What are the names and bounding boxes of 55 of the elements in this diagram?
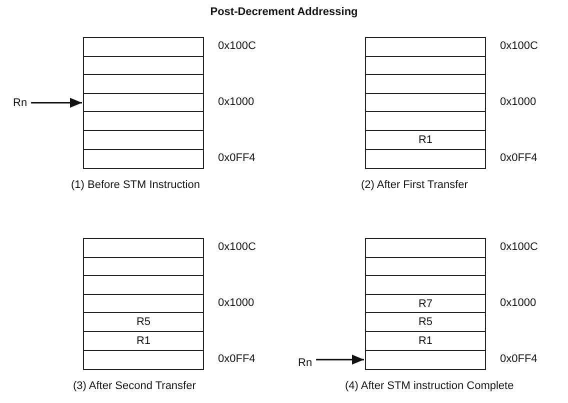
memory-cell xyxy=(83,256,204,277)
memory-cell xyxy=(83,312,204,332)
arrow xyxy=(31,98,82,108)
memory-cell xyxy=(83,56,204,76)
memory-cell xyxy=(83,350,204,370)
memory-cell xyxy=(365,312,486,332)
memory-cell xyxy=(365,92,486,113)
memory-cell xyxy=(365,148,486,169)
register-name: R7 xyxy=(418,298,433,310)
arrow xyxy=(316,354,364,365)
panel-caption: (2) After First Transfer xyxy=(361,179,468,191)
memory-cell xyxy=(83,74,204,94)
register-name: R1 xyxy=(418,134,433,146)
register-label: Rn xyxy=(298,357,312,369)
memory-cell xyxy=(83,294,204,314)
memory-cell xyxy=(365,74,486,94)
panel-caption: (4) After STM instruction Complete xyxy=(345,380,514,392)
address-label: 0x100C xyxy=(218,40,256,52)
address-label: 0x0FF4 xyxy=(500,152,538,164)
memory-cell xyxy=(365,130,486,150)
memory-cell xyxy=(83,130,204,150)
memory-cell xyxy=(83,92,204,113)
memory-cell xyxy=(365,111,486,132)
address-label: 0x0FF4 xyxy=(500,352,538,365)
memory-cell xyxy=(83,331,204,351)
address-label: 0x1000 xyxy=(218,96,254,108)
memory-cell xyxy=(365,56,486,76)
memory-cell xyxy=(365,350,486,370)
address-label: 0x100C xyxy=(500,40,538,52)
memory-cell xyxy=(365,294,486,314)
memory-cell xyxy=(365,275,486,296)
register-label: Rn xyxy=(13,97,28,109)
register-name: R5 xyxy=(418,316,433,328)
memory-cell xyxy=(365,256,486,277)
memory-cell xyxy=(365,238,486,258)
register-name: R1 xyxy=(418,335,433,347)
diagram-title: Post-Decrement Addressing xyxy=(210,6,358,18)
memory-cell xyxy=(83,148,204,169)
address-label: 0x1000 xyxy=(218,296,254,309)
address-label: 0x100C xyxy=(500,241,538,253)
memory-cell xyxy=(365,37,486,57)
memory-cell xyxy=(83,275,204,296)
memory-cell xyxy=(365,331,486,351)
panel-caption: (3) After Second Transfer xyxy=(73,380,196,392)
panel-caption: (1) Before STM Instruction xyxy=(71,179,200,191)
address-label: 0x0FF4 xyxy=(218,352,256,365)
register-name: R5 xyxy=(136,316,151,328)
memory-cell xyxy=(83,111,204,132)
address-label: 0x1000 xyxy=(500,96,536,108)
address-label: 0x100C xyxy=(218,241,256,253)
register-name: R1 xyxy=(136,335,151,347)
address-label: 0x0FF4 xyxy=(218,152,256,164)
address-label: 0x1000 xyxy=(500,296,536,309)
memory-cell xyxy=(83,238,204,258)
memory-cell xyxy=(83,37,204,57)
